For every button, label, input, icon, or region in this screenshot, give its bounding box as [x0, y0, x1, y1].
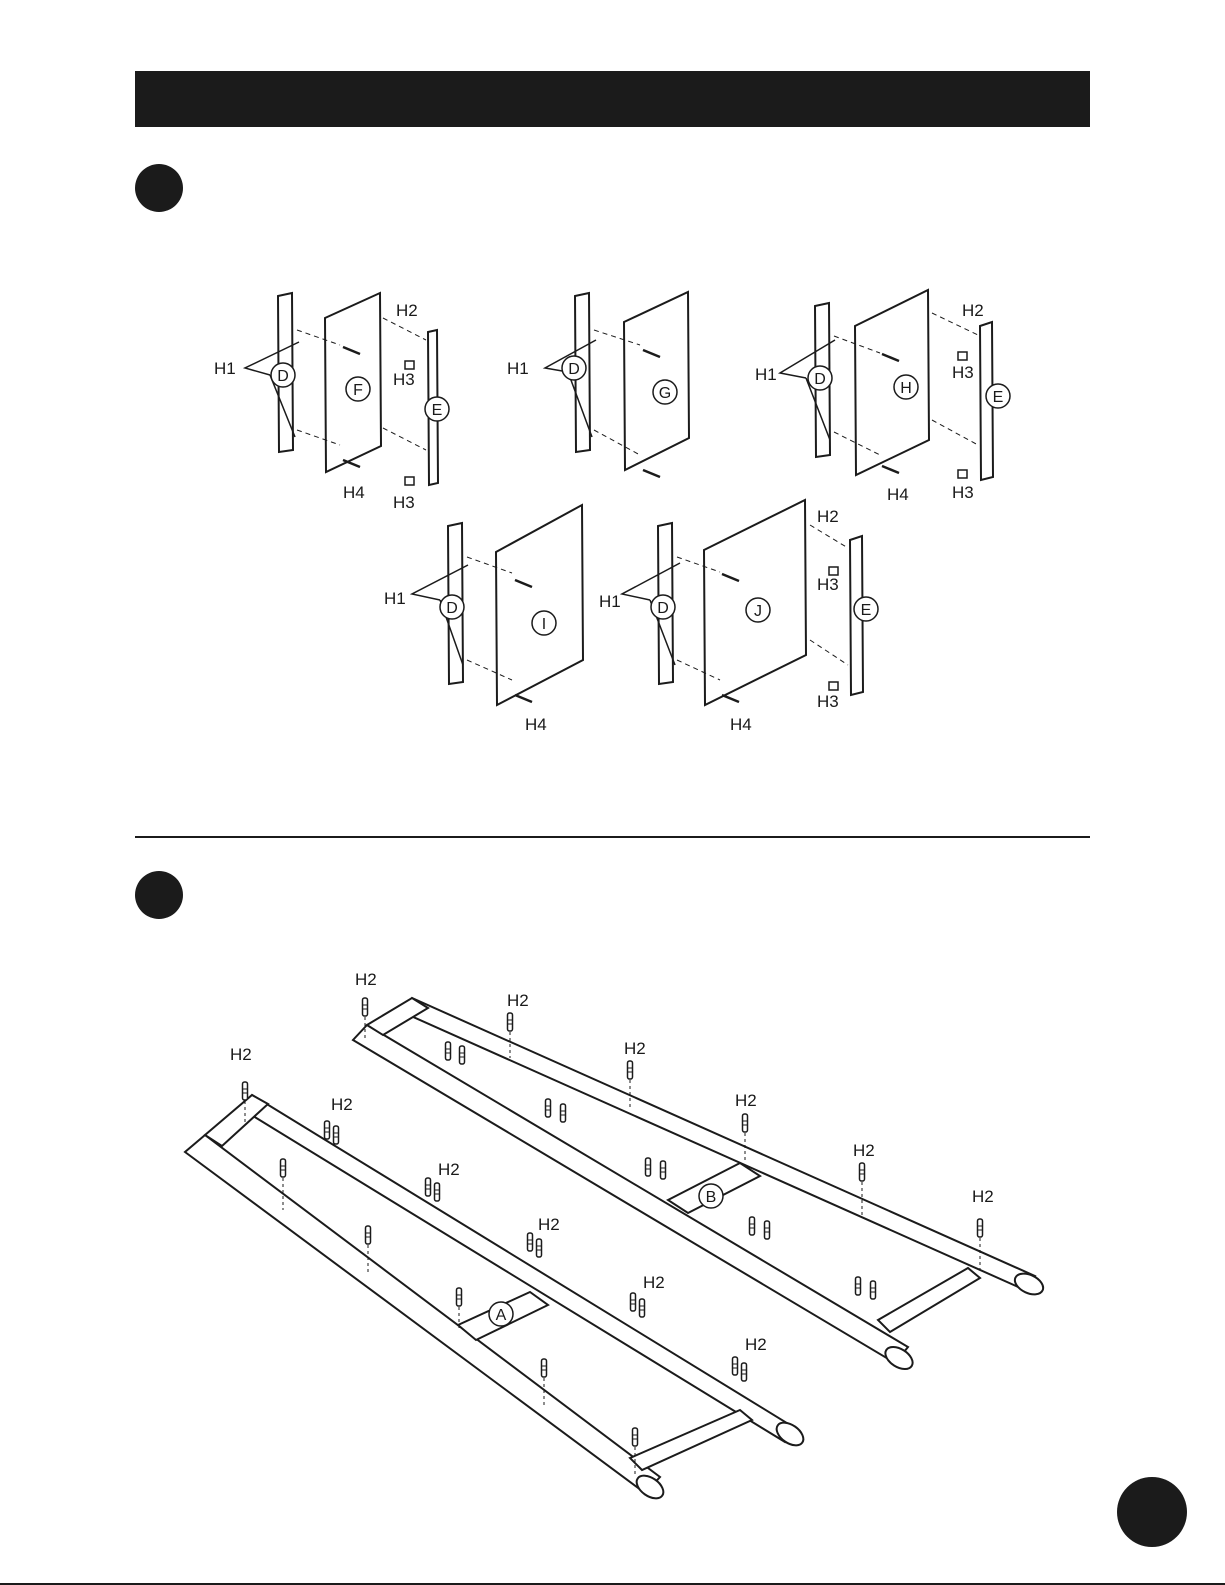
- callout-d-4-label: D: [446, 600, 458, 617]
- callout-j-label: J: [754, 603, 762, 620]
- label-h2-1: H2: [396, 301, 418, 320]
- callout-a-label: A: [496, 1307, 507, 1324]
- callout-g-label: G: [659, 385, 671, 402]
- callout-f-label: F: [353, 382, 363, 399]
- label-h2-5: H2: [507, 991, 529, 1010]
- label-h1-3: H1: [755, 365, 777, 384]
- label-h2-3: H2: [817, 507, 839, 526]
- assembly-4: [412, 505, 583, 705]
- label-h2-14: H2: [643, 1273, 665, 1292]
- label-h3-3: H3: [952, 363, 974, 382]
- label-h2-15: H2: [745, 1335, 767, 1354]
- frame-b: [353, 998, 1046, 1374]
- label-h2-6: H2: [624, 1039, 646, 1058]
- label-h1-2: H1: [507, 359, 529, 378]
- label-h2-9: H2: [972, 1187, 994, 1206]
- part-g-panel: [624, 292, 689, 470]
- label-h2-7: H2: [735, 1091, 757, 1110]
- frame-a: [185, 1095, 807, 1503]
- label-h3-4: H3: [952, 483, 974, 502]
- label-h3-2: H3: [393, 493, 415, 512]
- label-h1-5: H1: [599, 592, 621, 611]
- label-h4-1: H4: [343, 483, 365, 502]
- callout-e-2-label: E: [993, 389, 1004, 406]
- callout-i-label: I: [542, 616, 546, 633]
- label-h2-11: H2: [331, 1095, 353, 1114]
- callout-b-label: B: [706, 1189, 717, 1206]
- label-h2-12: H2: [438, 1160, 460, 1179]
- label-h3-6: H3: [817, 692, 839, 711]
- part-i-panel: [496, 505, 583, 705]
- callout-d-5-label: D: [657, 600, 669, 617]
- callout-e-1-label: E: [432, 402, 443, 419]
- label-h2-13: H2: [538, 1215, 560, 1234]
- callout-d-3-label: D: [814, 371, 826, 388]
- label-h4-3: H4: [525, 715, 547, 734]
- callout-d-2-label: D: [568, 361, 580, 378]
- label-h4-4: H4: [730, 715, 752, 734]
- label-h2-8: H2: [853, 1141, 875, 1160]
- dowel-pins: [243, 998, 983, 1475]
- label-h2-4: H2: [355, 970, 377, 989]
- assembly-1: [245, 293, 438, 485]
- label-h4-2: H4: [887, 485, 909, 504]
- label-h2-10: H2: [230, 1045, 252, 1064]
- callout-d-1-label: D: [277, 368, 289, 385]
- callout-h-label: H: [900, 380, 912, 397]
- label-h3-5: H3: [817, 575, 839, 594]
- label-h1-4: H1: [384, 589, 406, 608]
- callout-e-3-label: E: [861, 602, 872, 619]
- label-h3-1: H3: [393, 370, 415, 389]
- label-h1-1: H1: [214, 359, 236, 378]
- label-h2-2: H2: [962, 301, 984, 320]
